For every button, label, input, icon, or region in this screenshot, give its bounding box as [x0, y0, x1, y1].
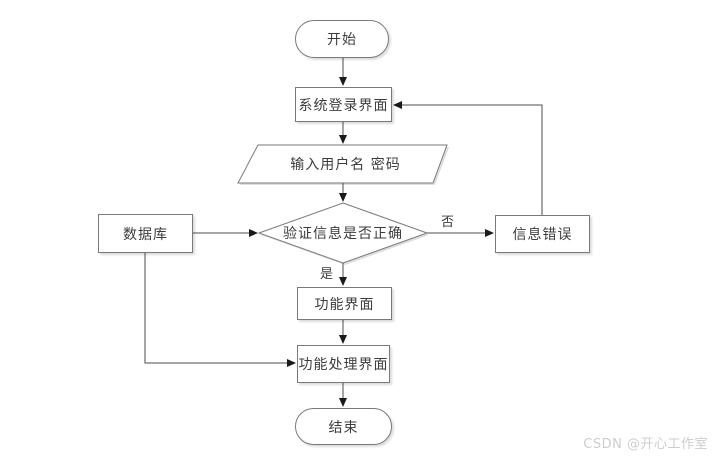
node-function: 功能界面: [297, 287, 392, 320]
edge-error-to-login: [393, 101, 543, 215]
node-process-label: 功能处理界面: [298, 357, 389, 373]
node-start-label: 开始: [327, 32, 357, 48]
watermark-text: CSDN @开心工作室: [583, 437, 708, 452]
decision-shape: [257, 202, 429, 264]
edge-label-yes: 是: [320, 267, 334, 282]
node-process: 功能处理界面: [297, 345, 390, 383]
node-function-label: 功能界面: [314, 296, 375, 313]
edge-label-no: 否: [441, 215, 455, 230]
node-start: 开始: [295, 20, 389, 58]
io-shape: [237, 144, 448, 184]
node-login: 系统登录界面: [295, 87, 392, 122]
node-end-label: 结束: [328, 419, 359, 436]
node-login-label: 系统登录界面: [298, 97, 389, 114]
node-error: 信息错误: [495, 215, 590, 253]
edge-database-to-process: [144, 253, 296, 367]
node-end: 结束: [295, 408, 392, 445]
node-database: 数据库: [98, 214, 193, 253]
node-database-label: 数据库: [123, 226, 168, 243]
node-error-label: 信息错误: [512, 227, 573, 243]
